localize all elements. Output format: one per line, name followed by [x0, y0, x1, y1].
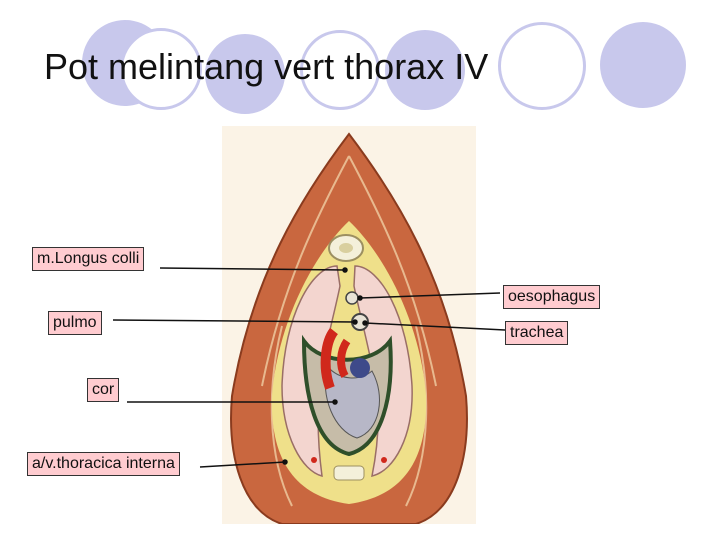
label-oesophagus: oesophagus	[503, 285, 601, 309]
label-trachea: trachea	[505, 321, 569, 345]
decorative-circle	[385, 30, 465, 110]
label-cor: cor	[87, 378, 120, 402]
slide-title: Pot melintang vert thorax IV	[44, 46, 489, 87]
thorax-cross-section-illustration	[222, 126, 476, 524]
decorative-circle	[205, 34, 285, 114]
decorative-circle	[600, 22, 686, 108]
label-longus-colli: m.Longus colli	[32, 247, 145, 271]
decorative-circle	[498, 22, 586, 110]
label-pulmo: pulmo	[48, 311, 102, 335]
decorative-circle	[120, 28, 202, 110]
decorative-circle	[300, 30, 380, 110]
label-thoracica-interna: a/v.thoracica interna	[27, 452, 180, 476]
